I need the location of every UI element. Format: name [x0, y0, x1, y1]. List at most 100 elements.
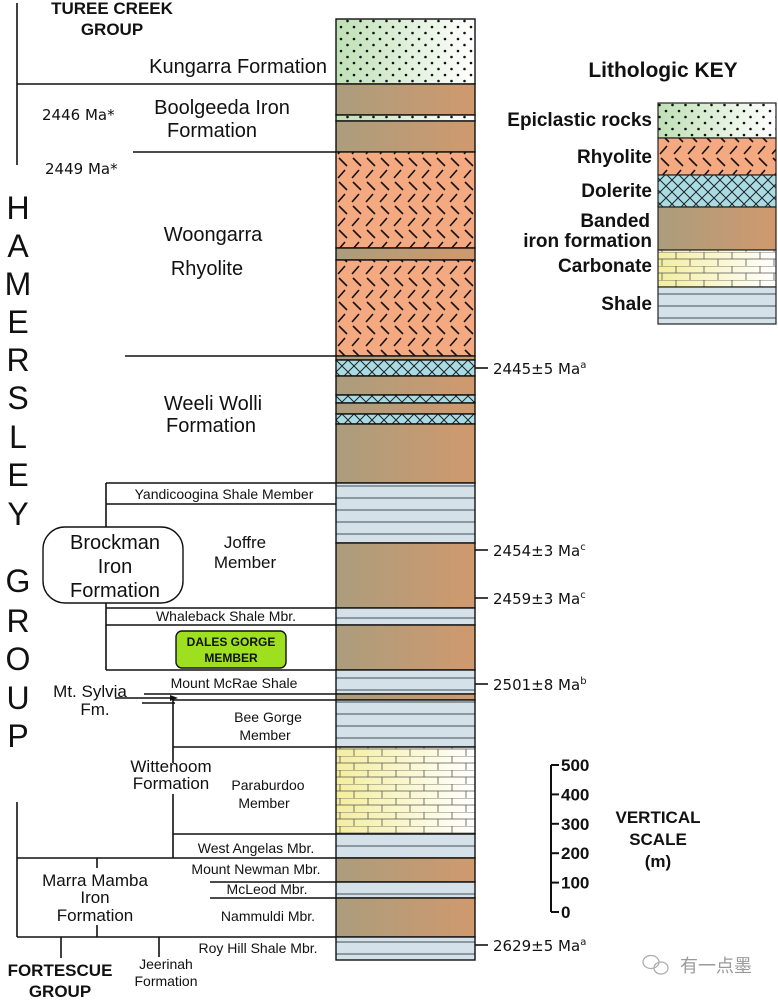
column-layer-shale: [335, 936, 476, 961]
scale-tick-label: 200: [561, 844, 589, 863]
scale-title-2: SCALE: [629, 830, 687, 849]
hamersley-letter: L: [9, 419, 27, 455]
column-layer-bif: [335, 693, 476, 701]
bee-gorge-label-2: Member: [239, 727, 291, 743]
marra-mamba-label-3: Formation: [57, 906, 134, 925]
key-item-epiclastic: Epiclastic rocks: [507, 102, 777, 139]
nammuldi-label: Nammuldi Mbr.: [221, 908, 315, 924]
column-layer-epiclastic: [335, 18, 476, 85]
hamersley-letter: A: [7, 228, 29, 264]
key-item-rhyolite: Rhyolite: [577, 137, 777, 176]
hamersley-letter: P: [7, 718, 28, 754]
column-layer-shale: [335, 669, 476, 695]
key-item-shale: Shale: [601, 286, 777, 325]
column-layer-bif: [335, 897, 476, 938]
brockman-label-box: [42, 526, 184, 604]
scale-tick-label: 100: [561, 874, 589, 893]
kungarra-label: Kungarra Formation: [149, 56, 327, 78]
hamersley-letter: Y: [7, 496, 28, 532]
scale-tick-label: 400: [561, 785, 589, 804]
dales-gorge-label-1: DALES GORGE: [187, 635, 276, 649]
column-layer-bif: [335, 375, 476, 396]
scale-unit: (m): [645, 852, 671, 871]
column-layer-rhyolite: [335, 259, 476, 357]
column-layer-shale: [335, 607, 476, 626]
scale-title-1: VERTICAL: [616, 808, 701, 827]
mcleod-label: McLeod Mbr.: [227, 881, 308, 897]
column-layer-shale: [335, 482, 476, 544]
joffre-label-1: Joffre: [224, 533, 266, 552]
jeerinah-label-1: Jeerinah: [139, 956, 193, 972]
key-label: Dolerite: [581, 181, 652, 202]
hamersley-letter: U: [6, 680, 29, 716]
column-layer-bif: [335, 624, 476, 671]
bee-gorge-label-1: Bee Gorge: [234, 709, 302, 725]
column-layer-bif: [335, 857, 476, 883]
key-item-dolerite: Dolerite: [581, 174, 777, 208]
joffre-label-2: Member: [214, 553, 277, 572]
age-label: 2459±3 Mac: [493, 590, 586, 608]
brockman-label-2: Iron: [98, 556, 132, 578]
column-layer-bif: [335, 402, 476, 415]
column-layer-bif: [335, 120, 476, 153]
woongarra-label-2: Rhyolite: [171, 258, 243, 280]
hamersley-letter: E: [7, 457, 28, 493]
column-layer-epiclastic: [335, 114, 476, 122]
key-title: Lithologic KEY: [588, 59, 737, 82]
yandicoogina-label: Yandicoogina Shale Member: [135, 486, 314, 502]
hamersley-letter: E: [7, 304, 28, 340]
column-layer-dolerite: [335, 413, 476, 425]
mount-mcrae-label: Mount McRae Shale: [171, 675, 298, 691]
hamersley-letter: O: [6, 641, 31, 677]
scale-tick-label: 0: [561, 903, 570, 922]
column-layer-carbonate: [335, 746, 476, 835]
column-layer-shale: [335, 699, 476, 748]
turee-creek-label-1: TUREE CREEK: [51, 0, 174, 18]
key-label: Shale: [601, 294, 652, 315]
weeli-wolli-label-1: Weeli Wolli: [164, 393, 262, 415]
jeerinah-label-2: Formation: [134, 973, 197, 989]
brockman-label-3: Formation: [70, 580, 160, 602]
whaleback-label: Whaleback Shale Mbr.: [156, 608, 296, 624]
roy-hill-label: Roy Hill Shale Mbr.: [198, 940, 317, 956]
column-layer-dolerite: [335, 394, 476, 404]
scale-tick-label: 500: [561, 756, 589, 775]
age-2446: 2446 Ma*: [42, 106, 115, 124]
key-label: Rhyolite: [577, 147, 652, 168]
column-layer-rhyolite: [335, 151, 476, 249]
dales-gorge-badge: [175, 630, 287, 669]
hamersley-letter: H: [6, 190, 29, 226]
vertical-scale: 500 400 300 200 100 0: [550, 756, 589, 922]
fortescue-label-2: GROUP: [29, 982, 91, 1000]
key-item-carbonate: Carbonate: [558, 249, 777, 288]
column-layer-shale: [335, 881, 476, 899]
turee-creek-label-2: GROUP: [81, 20, 143, 39]
column-layer-bif: [335, 542, 476, 609]
column-layer-shale: [335, 833, 476, 859]
lithologic-key: Epiclastic rocksRhyoliteDoleriteBandedir…: [507, 102, 777, 325]
mt-sylvia-arrowhead: [170, 695, 178, 701]
fortescue-label-1: FORTESCUE: [8, 961, 113, 980]
lithologic-column: [335, 18, 476, 961]
boolgeeda-label-2: Formation: [167, 120, 257, 142]
hamersley-letter: G: [6, 563, 31, 599]
mt-sylvia-label-2: Fm.: [80, 700, 109, 719]
hamersley-letter: S: [7, 380, 28, 416]
age-label: 2454±3 Mac: [493, 542, 586, 560]
hamersley-letter: M: [5, 266, 32, 302]
age-label: 2629±5 Maa: [493, 937, 586, 955]
boolgeeda-label-1: Boolgeeda Iron: [154, 97, 290, 119]
scale-tick-label: 300: [561, 815, 589, 834]
marra-mamba-label-1: Marra Mamba: [42, 871, 148, 890]
hamersley-letter: R: [6, 342, 29, 378]
wechat-icon: [642, 954, 669, 975]
age-ticks: [475, 367, 488, 946]
column-layer-bif: [335, 83, 476, 116]
age-label: 2501±8 Mab: [493, 676, 587, 694]
age-label: 2445±5 Maa: [493, 360, 586, 378]
watermark-text: 有一点墨: [680, 956, 752, 977]
paraburdoo-label-2: Member: [238, 795, 290, 811]
key-label: iron formation: [523, 231, 652, 252]
